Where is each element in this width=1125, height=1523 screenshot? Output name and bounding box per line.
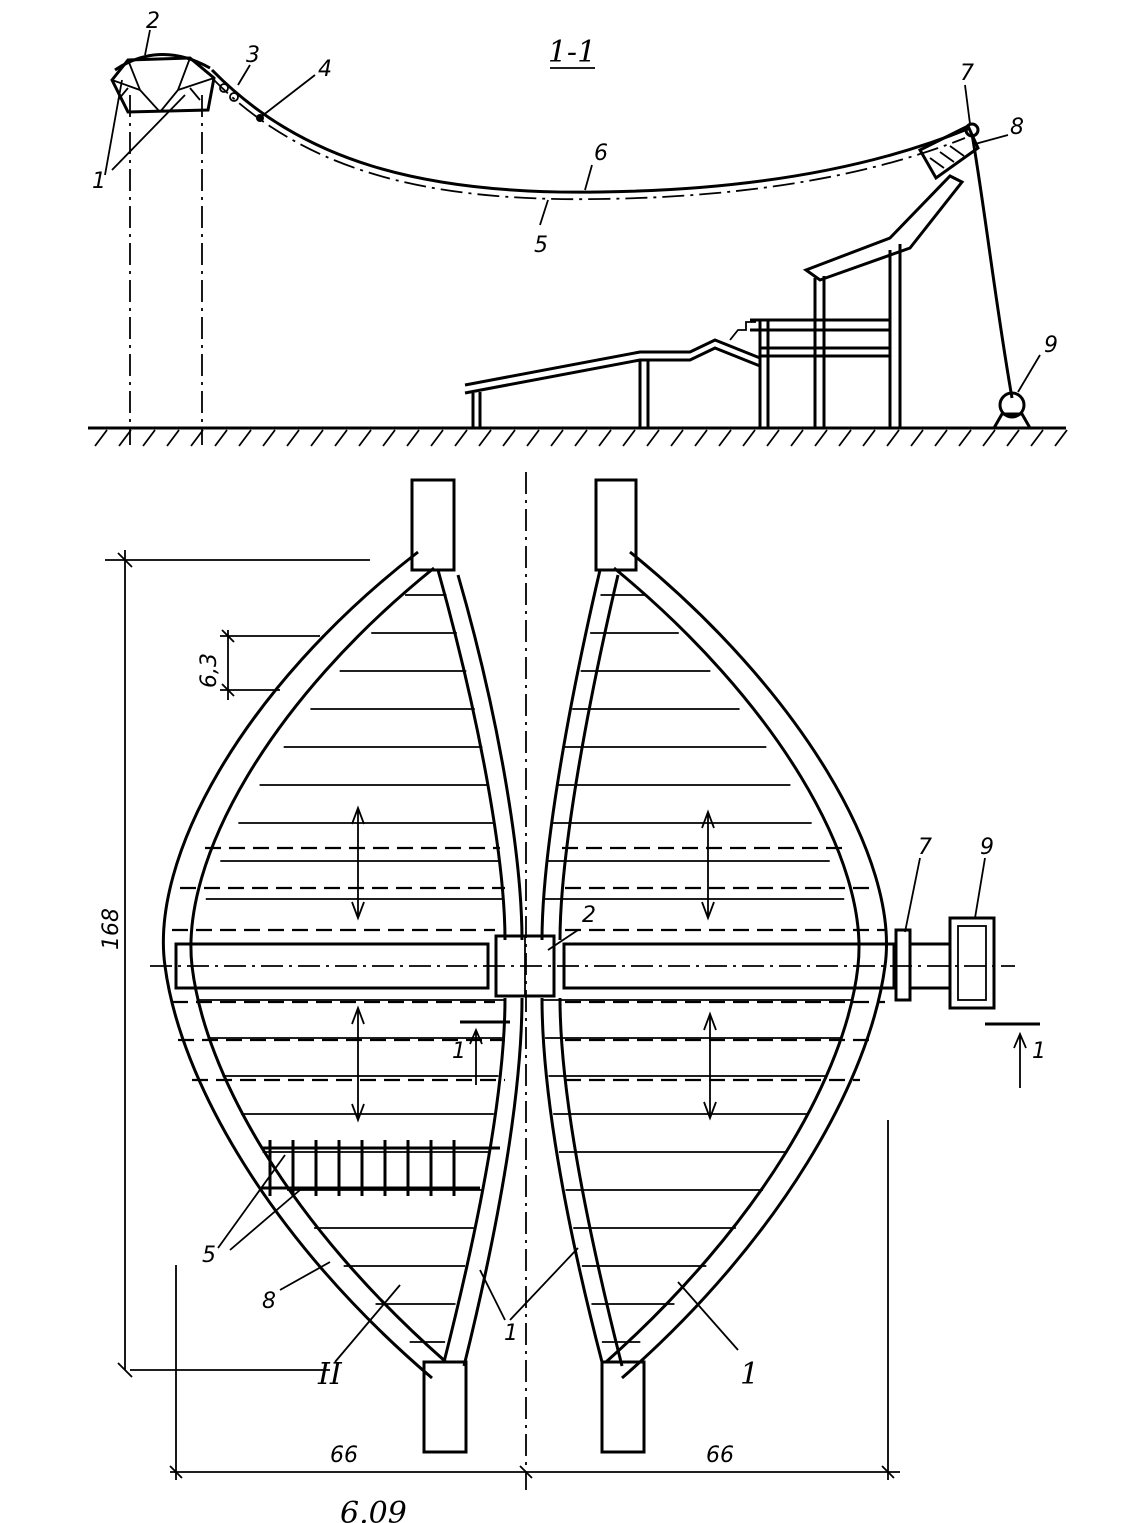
- anchor-3: [219, 83, 229, 93]
- hatch-stroke: [166, 429, 180, 447]
- right-outer-arch: [621, 550, 888, 1380]
- hatch-stroke: [958, 429, 972, 447]
- left-inner-arch: [436, 569, 507, 941]
- left-central-beam: [174, 942, 490, 990]
- hatch-stroke: [142, 429, 156, 447]
- hatch-stroke: [622, 429, 636, 447]
- plan-callout-1-right: 1: [740, 1357, 759, 1392]
- hatch-stroke: [526, 429, 540, 447]
- span-arrows: [351, 805, 717, 1123]
- hatch-stroke: [478, 429, 492, 447]
- right-roof-panels: [542, 594, 854, 1343]
- dim-spacing: 6,3: [197, 653, 222, 688]
- hatch-stroke: [502, 429, 516, 447]
- anchor-9: [992, 391, 1032, 429]
- figure-caption: 6.09: [340, 1496, 407, 1523]
- hatch-stroke: [934, 429, 948, 447]
- hatch-stroke: [454, 429, 468, 447]
- cable-grid-5: [262, 1140, 500, 1196]
- callout-5: 5: [534, 233, 548, 258]
- cable-main: [210, 68, 971, 194]
- dashed-bands: [172, 846, 885, 1082]
- hatch-stroke: [334, 429, 348, 447]
- hatch-stroke: [574, 429, 588, 447]
- hatch-stroke: [550, 429, 564, 447]
- hatch-stroke: [910, 429, 924, 447]
- hatch-stroke: [310, 429, 324, 447]
- dim-overall-length: 168: [99, 908, 124, 950]
- svg-text:1: 1: [1032, 1039, 1046, 1064]
- svg-text:1: 1: [452, 1039, 466, 1064]
- hatch-stroke: [118, 429, 132, 447]
- hatch-stroke: [598, 429, 612, 447]
- hatch-stroke: [430, 429, 444, 447]
- right-inner-arch: [540, 569, 602, 941]
- anchor-block-9: [948, 916, 996, 1010]
- hatch-stroke: [814, 429, 828, 447]
- support-ring: [110, 53, 216, 114]
- hatch-stroke: [982, 429, 996, 447]
- grandstand: [464, 174, 965, 428]
- callout-3: 3: [246, 43, 260, 68]
- plan-view: 1 1: [99, 472, 1046, 1490]
- hatch-stroke: [358, 429, 372, 447]
- plan-callout-5: 5: [202, 1243, 216, 1268]
- dim-right-width: 66: [706, 1443, 734, 1468]
- hatch-stroke: [286, 429, 300, 447]
- hatch-stroke: [742, 429, 756, 447]
- abutment-top-left: [410, 478, 456, 572]
- abutment-top-right: [594, 478, 638, 572]
- stay-cable: [970, 133, 1014, 399]
- plan-leaders: [217, 857, 986, 1363]
- callout-7: 7: [960, 61, 974, 86]
- plan-callout-II: II: [317, 1357, 343, 1392]
- section-title: 1-1: [548, 35, 596, 70]
- plan-callout-1-mid: 1: [504, 1321, 518, 1346]
- left-roof-panels: [196, 594, 505, 1343]
- callout-2: 2: [146, 9, 160, 34]
- hatch-stroke: [670, 429, 684, 447]
- callout-4: 4: [318, 57, 332, 82]
- callout-6: 6: [594, 141, 608, 166]
- plan-callout-7: 7: [918, 835, 932, 860]
- cable-axis: [211, 77, 966, 201]
- abutment-bottom-right: [600, 1360, 646, 1454]
- hatch-stroke: [790, 429, 804, 447]
- ground-hatch: [94, 429, 1068, 447]
- section-leaders: [104, 29, 1041, 393]
- hatch-stroke: [862, 429, 876, 447]
- plan-callout-2: 2: [582, 903, 596, 928]
- plan-callout-9: 9: [980, 835, 994, 860]
- hatch-stroke: [406, 429, 420, 447]
- hatch-stroke: [1006, 429, 1020, 447]
- hatch-stroke: [886, 429, 900, 447]
- hatch-stroke: [94, 429, 108, 447]
- hatch-stroke: [1054, 429, 1068, 447]
- hatch-stroke: [766, 429, 780, 447]
- hatch-stroke: [262, 429, 276, 447]
- callout-1: 1: [92, 169, 106, 194]
- tie-7: [894, 928, 912, 1002]
- section-marker-right: 1: [985, 1022, 1046, 1088]
- right-central-beam: [562, 942, 896, 990]
- section-view: 1-1 1 2 3 4 5 6 7 8 9: [88, 9, 1068, 447]
- hatch-stroke: [382, 429, 396, 447]
- plan-callout-8: 8: [262, 1289, 276, 1314]
- hatch-stroke: [238, 429, 252, 447]
- hatch-stroke: [718, 429, 732, 447]
- dim-left-width: 66: [330, 1443, 358, 1468]
- callout-8: 8: [1010, 115, 1024, 140]
- section-marker-left: 1: [452, 1020, 510, 1085]
- callout-9: 9: [1044, 333, 1058, 358]
- hatch-stroke: [646, 429, 660, 447]
- hatch-stroke: [838, 429, 852, 447]
- hatch-stroke: [1030, 429, 1044, 447]
- hatch-stroke: [214, 429, 228, 447]
- hatch-stroke: [694, 429, 708, 447]
- hatch-stroke: [190, 429, 204, 447]
- dimension-lines: [105, 550, 900, 1480]
